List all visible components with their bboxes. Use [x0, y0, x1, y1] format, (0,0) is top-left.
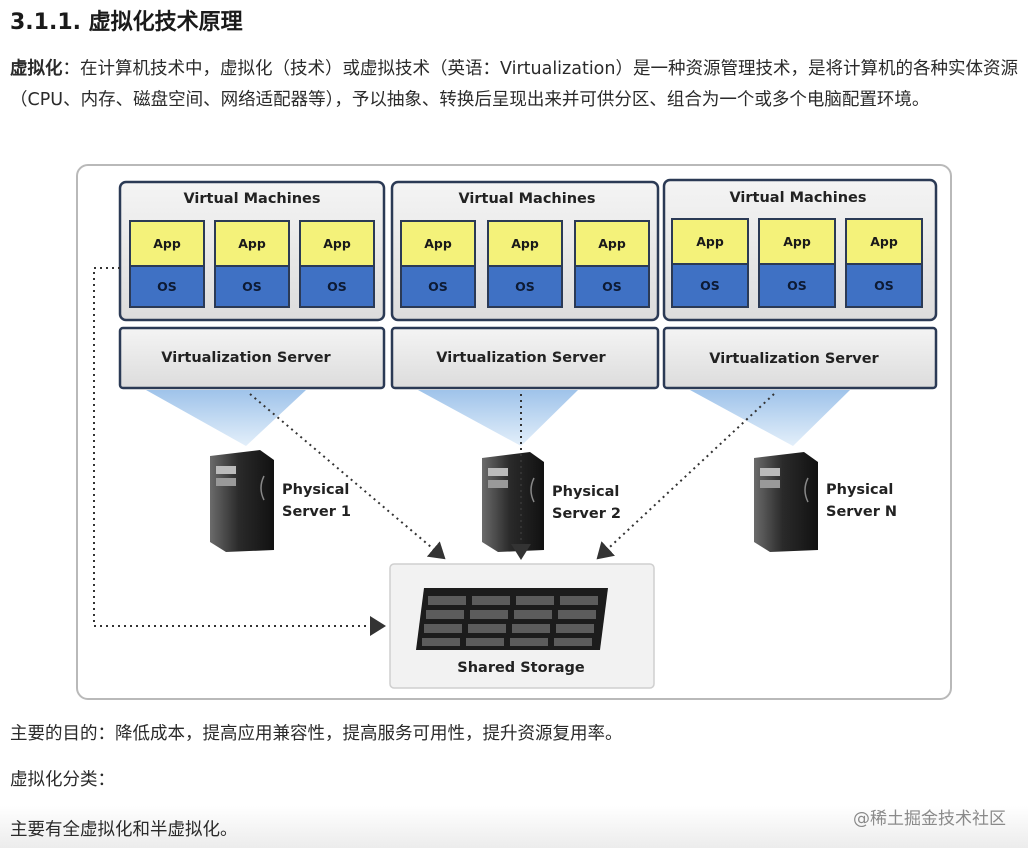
- os-label: OS: [428, 279, 448, 294]
- app-label: App: [153, 236, 181, 251]
- physical-server-n-label-line2: Server N: [826, 504, 897, 520]
- cone-1: [146, 390, 306, 446]
- os-label: OS: [157, 279, 177, 294]
- virtualization-server-1: [118, 326, 386, 390]
- os-label: OS: [602, 279, 622, 294]
- virtualization-server-label-1: Virtualization Server: [161, 350, 331, 366]
- vm-1-2: App OS: [214, 220, 290, 308]
- physical-server-1-label-line1: Physical: [282, 482, 349, 498]
- vm-title-2: Virtual Machines: [458, 191, 595, 207]
- vm-2-2: App OS: [487, 220, 563, 308]
- virtualization-server-3: [662, 326, 938, 390]
- section-heading: 3.1.1. 虚拟化技术原理: [10, 10, 243, 35]
- physical-server-1: Physical Server 1: [210, 450, 351, 552]
- physical-server-1-label-line2: Server 1: [282, 504, 351, 520]
- vm-1-3: App OS: [299, 220, 375, 308]
- vm-3-1: App OS: [671, 218, 749, 308]
- app-label: App: [598, 236, 626, 251]
- physical-server-2: Physical Server 2: [482, 452, 621, 552]
- os-label: OS: [700, 278, 720, 293]
- os-label: OS: [242, 279, 262, 294]
- virtualization-server-label-3: Virtualization Server: [709, 351, 879, 367]
- app-label: App: [696, 234, 724, 249]
- vm-group-2: Virtual Machines App OS App OS App OS Vi…: [390, 180, 660, 390]
- purpose-line: 主要的目的：降低成本，提高应用兼容性，提高服务可用性，提升资源复用率。: [10, 724, 623, 744]
- os-label: OS: [787, 278, 807, 293]
- app-label: App: [323, 236, 351, 251]
- app-label: App: [238, 236, 266, 251]
- vm-2-3: App OS: [574, 220, 650, 308]
- physical-server-n-label-line1: Physical: [826, 482, 893, 498]
- intro-term: 虚拟化: [10, 59, 63, 79]
- vm-title-3: Virtual Machines: [729, 190, 866, 206]
- shared-storage: Shared Storage: [389, 563, 655, 689]
- intro-text: ：在计算机技术中，虚拟化（技术）或虚拟技术（英语：Virtualization）…: [10, 59, 1018, 110]
- vm-group-3: Virtual Machines App OS App OS App OS Vi…: [662, 178, 938, 390]
- app-label: App: [870, 234, 898, 249]
- os-label: OS: [874, 278, 894, 293]
- app-label: App: [424, 236, 452, 251]
- virtualization-server-2: [390, 326, 660, 390]
- category-text: 主要有全虚拟化和半虚拟化。: [10, 820, 238, 840]
- app-label: App: [511, 236, 539, 251]
- vm-group-1: Virtual Machines App OS App OS App OS Vi…: [118, 180, 386, 390]
- category-title: 虚拟化分类：: [10, 770, 115, 790]
- virtualization-diagram: Virtual Machines App OS App OS App OS Vi…: [76, 164, 952, 700]
- cone-2: [418, 390, 578, 446]
- os-label: OS: [327, 279, 347, 294]
- physical-server-2-label-line2: Server 2: [552, 506, 621, 522]
- connectors: [93, 267, 775, 636]
- vm-3-3: App OS: [845, 218, 923, 308]
- intro-paragraph: 虚拟化：在计算机技术中，虚拟化（技术）或虚拟技术（英语：Virtualizati…: [10, 54, 1020, 116]
- watermark: @稀土掘金技术社区: [853, 809, 1006, 829]
- os-label: OS: [515, 279, 535, 294]
- virtualization-server-label-2: Virtualization Server: [436, 350, 606, 366]
- vm-3-2: App OS: [758, 218, 836, 308]
- vm-title-1: Virtual Machines: [183, 191, 320, 207]
- vm-1-1: App OS: [129, 220, 205, 308]
- cone-3: [690, 390, 850, 446]
- vm-2-1: App OS: [400, 220, 476, 308]
- app-label: App: [783, 234, 811, 249]
- diagram-canvas: Virtual Machines App OS App OS App OS Vi…: [93, 178, 938, 689]
- bottom-fade: [0, 806, 1028, 848]
- shared-storage-label: Shared Storage: [457, 660, 585, 676]
- physical-server-n: Physical Server N: [754, 452, 897, 552]
- physical-server-2-label-line1: Physical: [552, 484, 619, 500]
